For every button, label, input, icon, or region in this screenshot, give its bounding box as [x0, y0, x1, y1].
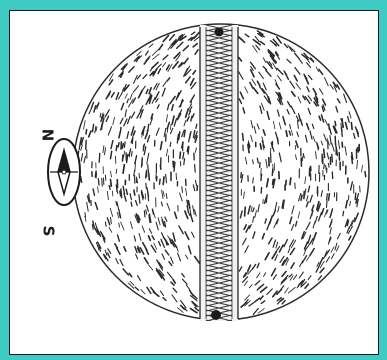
iron-filing [351, 123, 352, 130]
compass-north-label: N [39, 129, 57, 142]
iron-filing [352, 156, 353, 163]
iron-filing [100, 113, 101, 117]
iron-filing [86, 130, 87, 134]
iron-filing [286, 131, 287, 137]
iron-filing [98, 179, 99, 185]
iron-filing [326, 165, 327, 170]
iron-filing [163, 177, 164, 185]
iron-filing [141, 159, 142, 167]
iron-filing [105, 222, 106, 226]
iron-filing [290, 178, 291, 185]
iron-filing [95, 171, 96, 177]
iron-filing [102, 178, 103, 186]
iron-filing [180, 152, 181, 158]
iron-filing [357, 148, 358, 152]
iron-filing [134, 190, 135, 195]
iron-filing [260, 144, 261, 149]
iron-filing [160, 179, 161, 184]
figure-panel: N S [9, 10, 379, 355]
iron-filing [139, 173, 140, 178]
iron-filing [116, 146, 117, 151]
iron-filing [301, 195, 302, 200]
iron-filing [327, 194, 328, 200]
iron-filing [335, 121, 336, 125]
iron-filing [273, 180, 274, 185]
iron-filing [329, 194, 330, 201]
iron-filing [144, 211, 145, 217]
iron-filing [170, 142, 171, 146]
iron-filing [245, 207, 246, 216]
iron-filing [355, 193, 356, 200]
iron-filing [109, 186, 110, 190]
iron-filing [81, 138, 82, 143]
iron-filing [148, 193, 149, 201]
iron-filing [365, 172, 366, 177]
iron-filing [182, 142, 183, 148]
top-pole-marker [215, 28, 224, 37]
bottom-pole-marker [211, 310, 221, 320]
iron-filing [121, 189, 122, 198]
iron-filing [356, 199, 357, 204]
iron-filing [261, 174, 262, 180]
iron-filing [149, 174, 150, 180]
iron-filing [122, 144, 123, 148]
compass-south-label: S [40, 226, 58, 237]
iron-filing [123, 165, 124, 174]
iron-filing [111, 180, 112, 186]
iron-filing [124, 142, 125, 147]
iron-filing [118, 143, 119, 147]
iron-filing [182, 187, 183, 193]
iron-filing [131, 202, 132, 206]
iron-filing [324, 164, 325, 169]
iron-filing [243, 134, 244, 141]
iron-filing [253, 178, 254, 183]
iron-filing [89, 194, 90, 202]
iron-filing [184, 159, 185, 165]
iron-filing [272, 169, 273, 175]
iron-filing [187, 147, 188, 152]
iron-filing [360, 186, 361, 192]
iron-filing [327, 201, 328, 208]
iron-filing [146, 183, 147, 188]
iron-filing [329, 124, 330, 129]
iron-filing [86, 141, 87, 150]
iron-filing [337, 150, 338, 156]
iron-filing [132, 151, 133, 156]
magnetic-field-diagram: N S [10, 11, 378, 354]
compass-icon: N S [39, 129, 81, 237]
iron-filing [195, 165, 196, 173]
iron-filing [241, 173, 242, 178]
iron-filing [85, 213, 86, 217]
central-band [200, 25, 238, 326]
iron-filing [332, 154, 333, 162]
iron-filing [343, 211, 344, 215]
iron-filing [324, 149, 325, 157]
iron-filing [253, 160, 254, 164]
iron-filing [196, 124, 197, 128]
iron-filing [148, 165, 149, 173]
iron-filing [99, 153, 100, 162]
iron-filing [248, 145, 249, 153]
iron-filing [277, 138, 278, 144]
